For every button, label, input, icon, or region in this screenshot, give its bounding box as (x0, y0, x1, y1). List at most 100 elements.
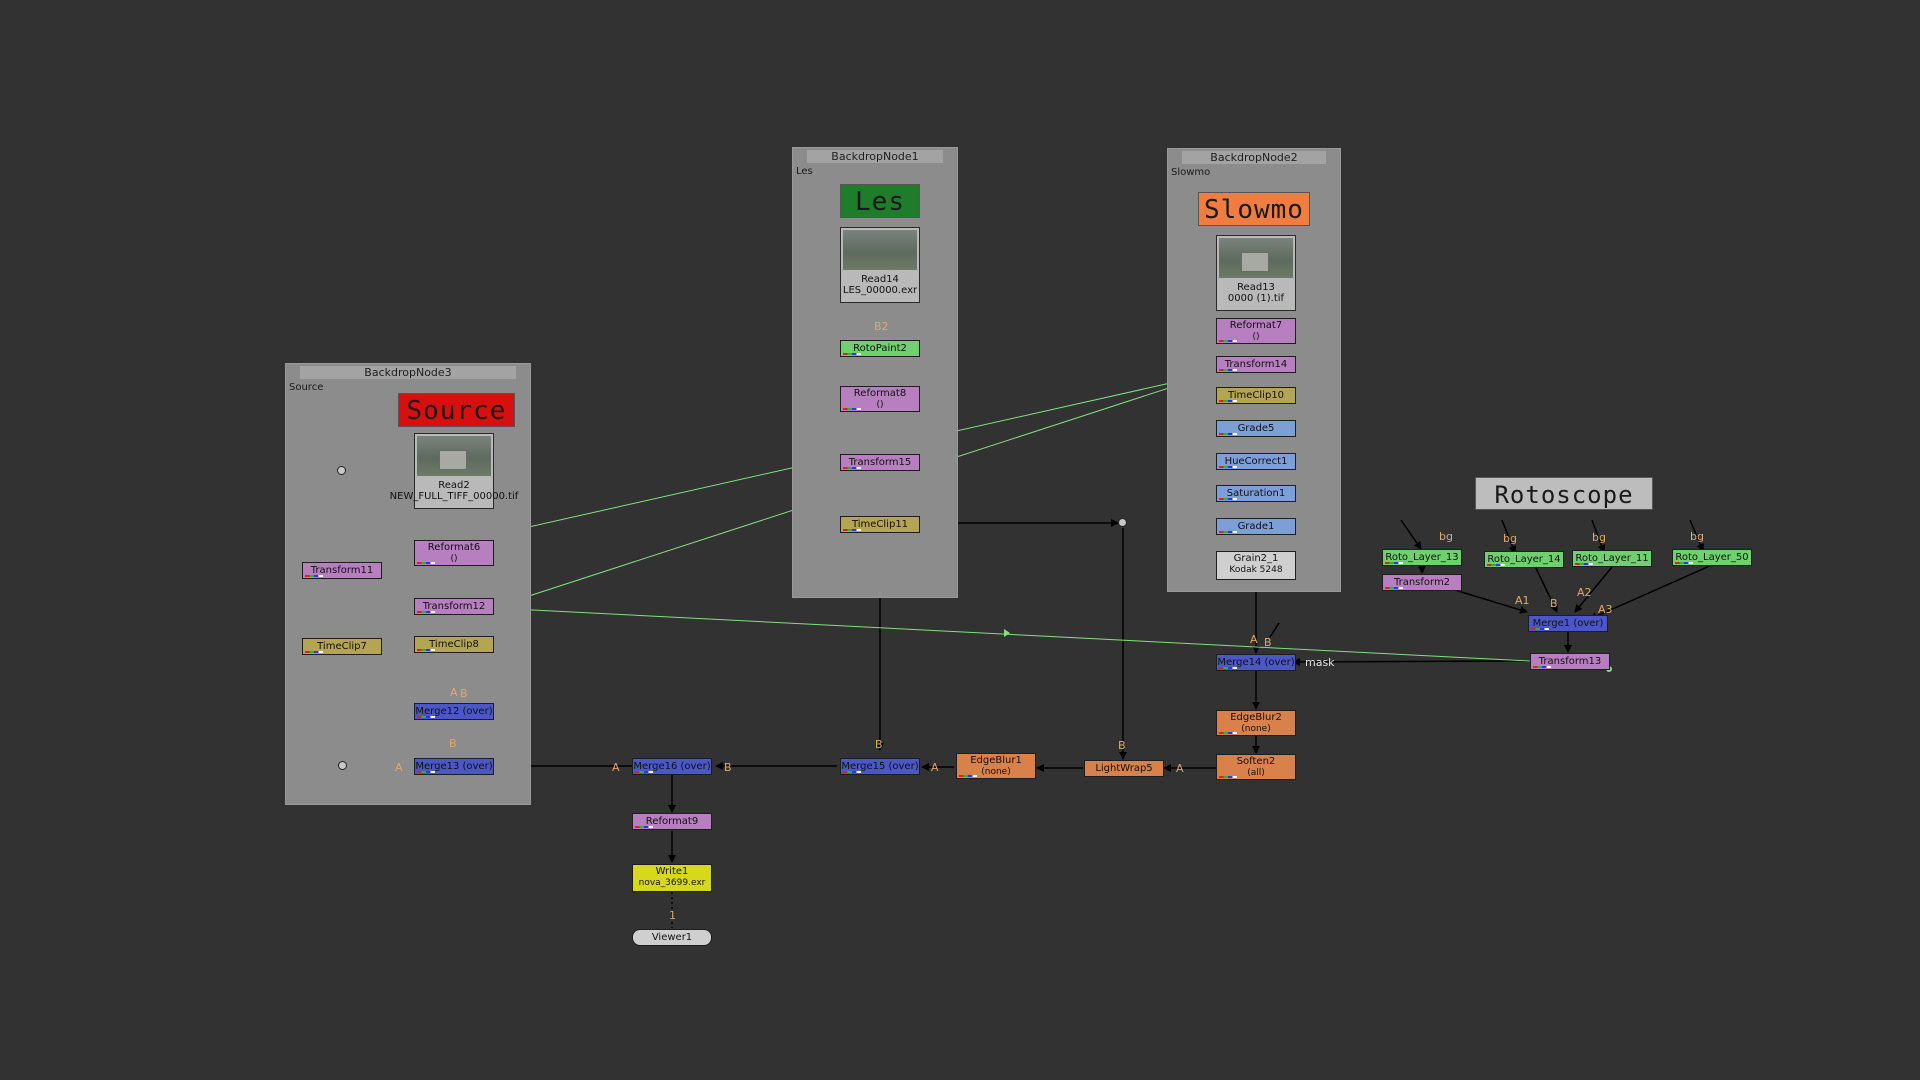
merge14-node[interactable]: Merge14 (over) (1216, 654, 1296, 671)
sticky-note-source[interactable]: Source (398, 393, 515, 427)
node-label: Transform13 (1538, 656, 1602, 667)
merge1-node[interactable]: Merge1 (over) (1528, 615, 1608, 632)
node-label: Roto_Layer_14 (1487, 554, 1561, 565)
input-label-a: A (612, 761, 620, 774)
node-sublabel: (none) (1241, 724, 1271, 734)
read-thumbnail (1219, 238, 1293, 278)
lightwrap5-node[interactable]: LightWrap5 (1084, 760, 1164, 777)
read2-node[interactable]: Read2 NEW_FULL_TIFF_00000.tif (390, 433, 518, 509)
merge12-node[interactable]: Merge12 (over) (414, 703, 494, 720)
pipes (338, 308, 1713, 928)
read-thumbnail (417, 436, 491, 476)
timeclip11-node[interactable]: TimeClip11 (840, 516, 920, 533)
reformat8-node[interactable]: Reformat8() (840, 386, 920, 412)
node-sublabel: () (876, 400, 884, 410)
backdrop-label: Les (796, 166, 813, 177)
merge13-node[interactable]: Merge13 (over) (414, 758, 494, 775)
backdrop-title: BackdropNode3 (300, 366, 516, 379)
soften2-node[interactable]: Soften2(all) (1216, 754, 1296, 780)
input-label-a: A (931, 761, 939, 774)
viewer1-node[interactable]: Viewer1 (632, 929, 712, 946)
input-label-bg: bg (1503, 532, 1517, 545)
input-label-bg: bg (1439, 530, 1453, 543)
node-label: Transform11 (310, 565, 374, 576)
transform14-node[interactable]: Transform14 (1216, 356, 1296, 373)
node-label: Roto_Layer_50 (1675, 552, 1749, 563)
grade5-node[interactable]: Grade5 (1216, 420, 1296, 437)
node-label: RotoPaint2 (853, 343, 907, 354)
node-label: Viewer1 (651, 932, 693, 943)
input-label-one: 1 (669, 909, 676, 922)
input-label-b2: B2 (874, 320, 889, 333)
node-label: Reformat8 (853, 388, 907, 399)
node-label: Merge14 (over) (1217, 657, 1295, 668)
saturation1-node[interactable]: Saturation1 (1216, 485, 1296, 502)
input-label-b: B (875, 738, 883, 751)
input-label-a: A (450, 686, 458, 699)
node-sublabel: () (450, 554, 458, 564)
node-label: LightWrap5 (1095, 763, 1153, 774)
grade1-node[interactable]: Grade1 (1216, 518, 1296, 535)
dot-node[interactable] (338, 761, 347, 770)
reformat6-node[interactable]: Reformat6() (414, 540, 494, 566)
node-label: Grade5 (1237, 423, 1275, 434)
reformat7-node[interactable]: Reformat7() (1216, 318, 1296, 344)
edgeblur2-node[interactable]: EdgeBlur2(none) (1216, 710, 1296, 736)
huecorrect1-node[interactable]: HueCorrect1 (1216, 453, 1296, 470)
merge16-node[interactable]: Merge16 (over) (632, 758, 712, 775)
node-sublabel: () (1252, 332, 1260, 342)
backdrop-label: Source (289, 382, 324, 393)
transform13-node[interactable]: Transform13 (1530, 653, 1610, 670)
input-label-b: B (1118, 739, 1126, 752)
edgeblur1-node[interactable]: EdgeBlur1(none) (956, 753, 1036, 779)
input-label-a: A (1176, 762, 1184, 775)
node-label: Roto_Layer_13 (1385, 552, 1459, 563)
read-thumbnail (843, 230, 917, 270)
timeclip10-node[interactable]: TimeClip10 (1216, 387, 1296, 404)
node-sublabel: nova_3699.exr (638, 878, 706, 888)
node-label: Reformat7 (1229, 320, 1283, 331)
merge15-node[interactable]: Merge15 (over) (840, 758, 920, 775)
node-label: Transform12 (422, 601, 486, 612)
node-label: Transform15 (848, 457, 912, 468)
node-label: Merge16 (over) (633, 761, 711, 772)
read14-node[interactable]: Read14 LES_00000.exr (840, 227, 920, 303)
backdrop-title: BackdropNode1 (807, 150, 943, 163)
roto-layer-11-node[interactable]: Roto_Layer_11 (1572, 550, 1652, 567)
input-label-b: B (1550, 597, 1558, 610)
transform11-node[interactable]: Transform11 (302, 562, 382, 579)
node-label: Merge13 (over) (415, 761, 493, 772)
reformat9-node[interactable]: Reformat9 (632, 813, 712, 830)
node-label: Transform2 (1393, 577, 1451, 588)
rotopaint2-node[interactable]: RotoPaint2 (840, 340, 920, 357)
node-label: Transform14 (1224, 359, 1288, 370)
sticky-note-slowmo[interactable]: Slowmo (1198, 192, 1310, 226)
backdrop-node-3[interactable]: BackdropNode3 Source (285, 363, 531, 805)
read13-node[interactable]: Read13 0000 (1).tif (1216, 235, 1296, 311)
dot-node[interactable] (337, 466, 346, 475)
node-sublabel: Kodak 5248 (1229, 565, 1283, 575)
roto-layer-13-node[interactable]: Roto_Layer_13 (1382, 549, 1462, 566)
timeclip8-node[interactable]: TimeClip8 (414, 636, 494, 653)
dot-node[interactable] (1118, 518, 1127, 527)
read-node-file: 0000 (1).tif (1227, 293, 1285, 304)
node-sublabel: (all) (1247, 768, 1265, 778)
node-label: EdgeBlur1 (970, 755, 1022, 766)
input-label-a2: A2 (1577, 586, 1592, 599)
transform15-node[interactable]: Transform15 (840, 454, 920, 471)
node-label: TimeClip10 (1227, 390, 1285, 401)
timeclip7-node[interactable]: TimeClip7 (302, 638, 382, 655)
roto-layer-14-node[interactable]: Roto_Layer_14 (1484, 551, 1564, 568)
sticky-note-rotoscope[interactable]: Rotoscope (1475, 477, 1653, 510)
transform2-node[interactable]: Transform2 (1382, 574, 1462, 591)
sticky-note-les[interactable]: Les (840, 184, 920, 218)
node-label: Grain2_1 (1233, 553, 1279, 564)
input-label-b: B (1264, 636, 1272, 649)
transform12-node[interactable]: Transform12 (414, 598, 494, 615)
roto-layer-50-node[interactable]: Roto_Layer_50 (1672, 549, 1752, 566)
node-label: TimeClip8 (429, 639, 479, 650)
node-label: Merge12 (over) (415, 706, 493, 717)
